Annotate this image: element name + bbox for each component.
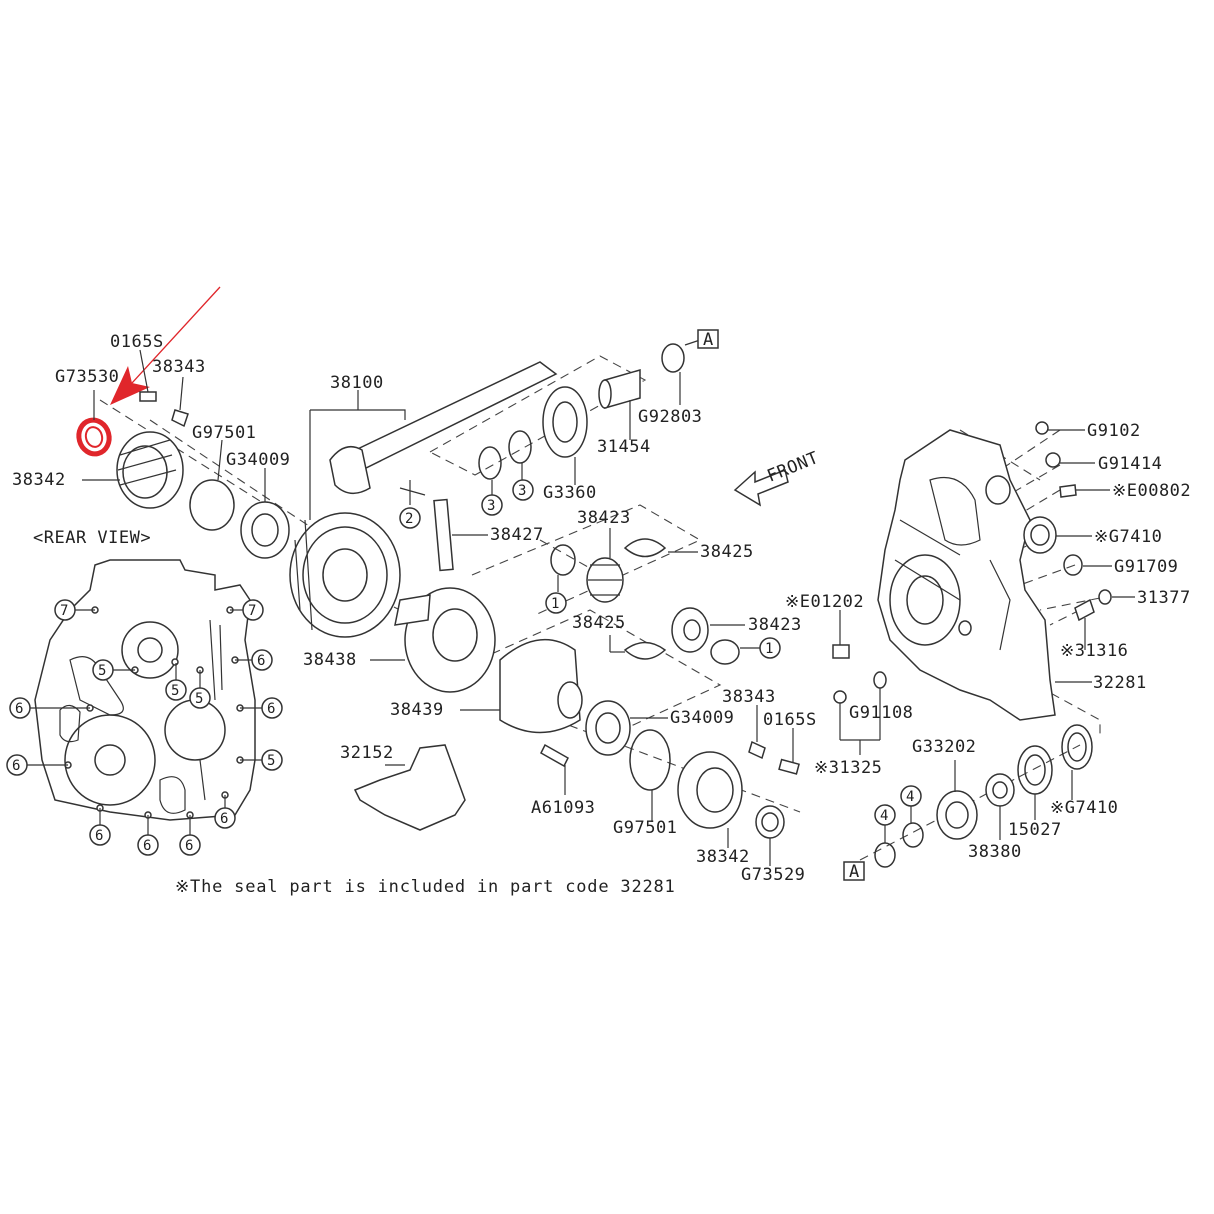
- rear-view-callouts: 7 7 5 5 5 6 6 6 6 5 6 6 6 6: [6, 599, 283, 856]
- label-38342-bottom: 38342: [696, 847, 750, 867]
- transmission-housing-right: 4 4 A: [832, 421, 1135, 882]
- callout-6c: 6: [267, 701, 275, 717]
- callout-2: 2: [405, 511, 413, 527]
- label-38423-top: 38423: [577, 508, 631, 528]
- label-15027: 15027: [1008, 820, 1062, 840]
- callout-6e: 6: [95, 828, 103, 844]
- label-38100: 38100: [330, 373, 384, 393]
- footnote: ※The seal part is included in part code …: [175, 877, 676, 897]
- red-arrow-icon: [110, 366, 150, 405]
- callout-6a: 6: [257, 653, 265, 669]
- callout-5b: 5: [171, 683, 179, 699]
- box-label-a-top: A: [703, 330, 714, 350]
- box-label-a-bottom: A: [849, 862, 860, 882]
- label-g3360: G3360: [543, 483, 597, 503]
- callout-5a: 5: [98, 663, 106, 679]
- label-38427: 38427: [490, 525, 544, 545]
- shaft-bearing-group: 3 3 2 A: [399, 329, 719, 529]
- part-labels: 0165S G73530 38343 38342 G97501 G34009 <…: [12, 332, 1191, 885]
- label-g91709: G91709: [1114, 557, 1178, 577]
- label-g97501-bottom: G97501: [613, 818, 677, 838]
- label-38342-left: 38342: [12, 470, 66, 490]
- front-direction: FRONT: [733, 448, 822, 507]
- spider-gear-group: 1 1: [545, 528, 781, 665]
- label-g34009-top: G34009: [226, 450, 290, 470]
- callout-7b: 7: [248, 603, 256, 619]
- label-a61093: A61093: [531, 798, 595, 818]
- label-g91414: G91414: [1098, 454, 1162, 474]
- label-e01202: ※E01202: [785, 592, 864, 612]
- highlighted-seal-g73530[interactable]: [75, 417, 113, 458]
- front-label: FRONT: [764, 448, 821, 487]
- label-31377: 31377: [1137, 588, 1191, 608]
- callout-6g: 6: [185, 838, 193, 854]
- label-38380: 38380: [968, 842, 1022, 862]
- callout-6b: 6: [15, 701, 23, 717]
- label-g73530: G73530: [55, 367, 119, 387]
- callout-6h: 6: [220, 811, 228, 827]
- callout-3b: 3: [518, 483, 526, 499]
- label-g7410-bottom: ※G7410: [1050, 798, 1118, 818]
- label-31316: ※31316: [1060, 641, 1128, 661]
- label-g7410-top: ※G7410: [1094, 527, 1162, 547]
- callout-6f: 6: [143, 838, 151, 854]
- label-g34009-bottom: G34009: [670, 708, 734, 728]
- callout-3a: 3: [487, 498, 495, 514]
- callout-4b: 4: [906, 789, 914, 805]
- label-38438: 38438: [303, 650, 357, 670]
- label-32152: 32152: [340, 743, 394, 763]
- label-0165s-top: 0165S: [110, 332, 164, 352]
- label-g33202: G33202: [912, 737, 976, 757]
- callout-5d: 5: [267, 753, 275, 769]
- label-38425-bottom: 38425: [572, 613, 626, 633]
- label-g73529: G73529: [741, 865, 805, 885]
- rear-view-housing: [27, 559, 262, 835]
- label-38343-top: 38343: [152, 357, 206, 377]
- callout-1b: 1: [765, 641, 773, 657]
- label-g91108: G91108: [849, 703, 913, 723]
- callout-7a: 7: [60, 603, 68, 619]
- seal-group-left: [75, 286, 290, 559]
- label-31454: 31454: [597, 437, 651, 457]
- label-rear-view: <REAR VIEW>: [33, 528, 151, 548]
- label-e00802: ※E00802: [1112, 481, 1191, 501]
- callout-4a: 4: [880, 808, 888, 824]
- callout-5c: 5: [195, 691, 203, 707]
- label-32281: 32281: [1093, 673, 1147, 693]
- label-38439: 38439: [390, 700, 444, 720]
- label-0165s-bottom: 0165S: [763, 710, 817, 730]
- callout-1a: 1: [551, 596, 559, 612]
- callout-6d: 6: [12, 758, 20, 774]
- pinion-shaft-group: [289, 361, 800, 866]
- label-38425-top: 38425: [700, 542, 754, 562]
- label-g9102: G9102: [1087, 421, 1141, 441]
- label-g97501-top: G97501: [192, 423, 256, 443]
- label-38343-bottom: 38343: [722, 687, 776, 707]
- label-g92803: G92803: [638, 407, 702, 427]
- label-31325: ※31325: [814, 758, 882, 778]
- label-38423-bottom: 38423: [748, 615, 802, 635]
